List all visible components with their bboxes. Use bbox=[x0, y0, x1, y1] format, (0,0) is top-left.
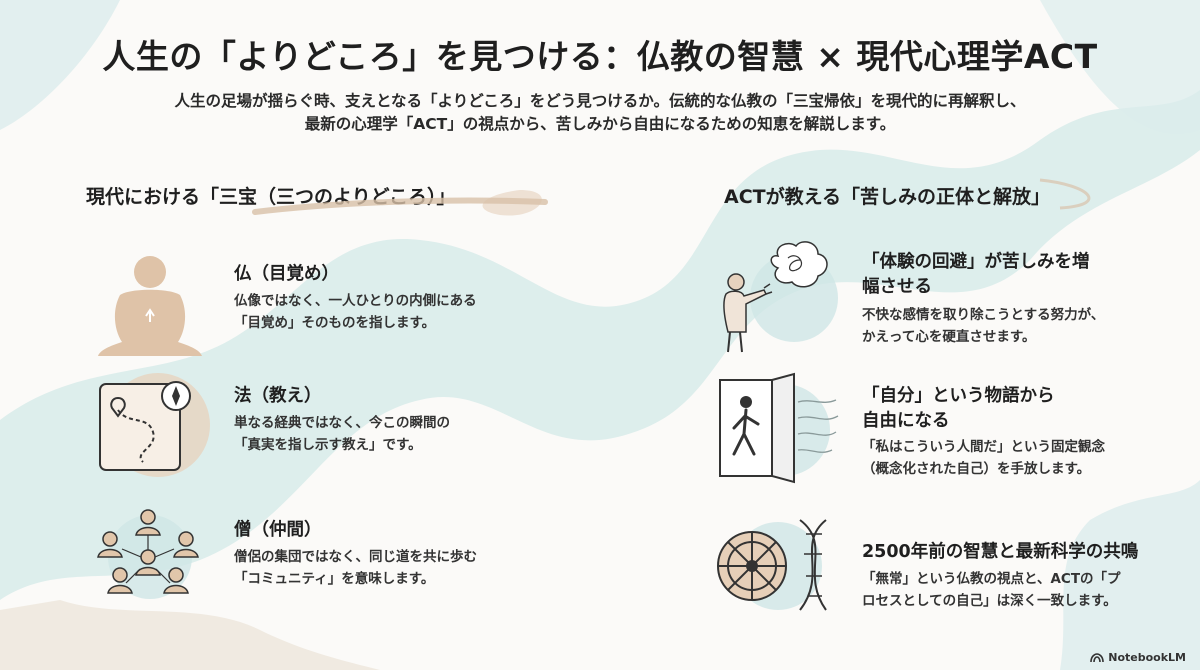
community-network-icon bbox=[97, 509, 199, 599]
avoidance-title: 「体験の回避」が苦しみを増 幅させる bbox=[862, 252, 1090, 297]
map-compass-icon bbox=[99, 373, 210, 477]
page-title: 人生の「よりどころ」を見つける：仏教の智慧 × 現代心理学ACT bbox=[102, 37, 1098, 76]
sangha-title: 僧（仲間） bbox=[234, 520, 322, 540]
walking-through-door-icon bbox=[719, 372, 839, 484]
brush-underline-icon bbox=[252, 197, 548, 215]
dharma-title: 法（教え） bbox=[234, 386, 322, 406]
subtitle-line-2: 最新の心理学「ACT」の視点から、苦しみから自由になるための知恵を解説します。 bbox=[304, 115, 896, 133]
resonance-title: 2500年前の智慧と最新科学の共鳴 bbox=[862, 542, 1139, 562]
subtitle-line-1: 人生の足場が揺らぐ時、支えとなる「よりどころ」をどう見つけるか。伝統的な仏教の「… bbox=[174, 92, 1026, 110]
person-pushing-cloud-icon bbox=[723, 241, 838, 353]
buddha-title: 仏（目覚め） bbox=[234, 264, 339, 284]
resonance-description: 「無常」という仏教の視点と、ACTの「プ ロセスとしての自己」は深く一致します。 bbox=[862, 571, 1121, 609]
avoidance-description: 不快な感情を取り除こうとする努力が、 かえって心を硬直させます。 bbox=[862, 307, 1105, 345]
sangha-description: 僧侶の集団ではなく、同じ道を共に歩む 「コミュニティ」を意味します。 bbox=[234, 549, 477, 587]
dharma-description: 単なる経典ではなく、今この瞬間の 「真実を指し示す教え」です。 bbox=[234, 415, 450, 453]
self-story-description: 「私はこういう人間だ」という固定観念 （概念化された自己）を手放します。 bbox=[862, 439, 1105, 477]
self-story-title: 「自分」という物語から 自由になる bbox=[862, 386, 1055, 431]
page-subtitle: 人生の足場が揺らぐ時、支えとなる「よりどころ」をどう見つけるか。伝統的な仏教の「… bbox=[0, 90, 1200, 136]
notebooklm-logo-icon bbox=[1090, 652, 1105, 662]
meditating-figure-icon bbox=[98, 256, 202, 356]
buddha-description: 仏像ではなく、一人ひとりの内側にある 「目覚め」そのものを指します。 bbox=[234, 293, 477, 331]
right-section-heading: ACTが教える「苦しみの正体と解放」 bbox=[724, 186, 1051, 208]
dharma-wheel-dna-icon bbox=[717, 519, 827, 611]
notebooklm-brand: NotebookLM bbox=[1090, 651, 1186, 664]
